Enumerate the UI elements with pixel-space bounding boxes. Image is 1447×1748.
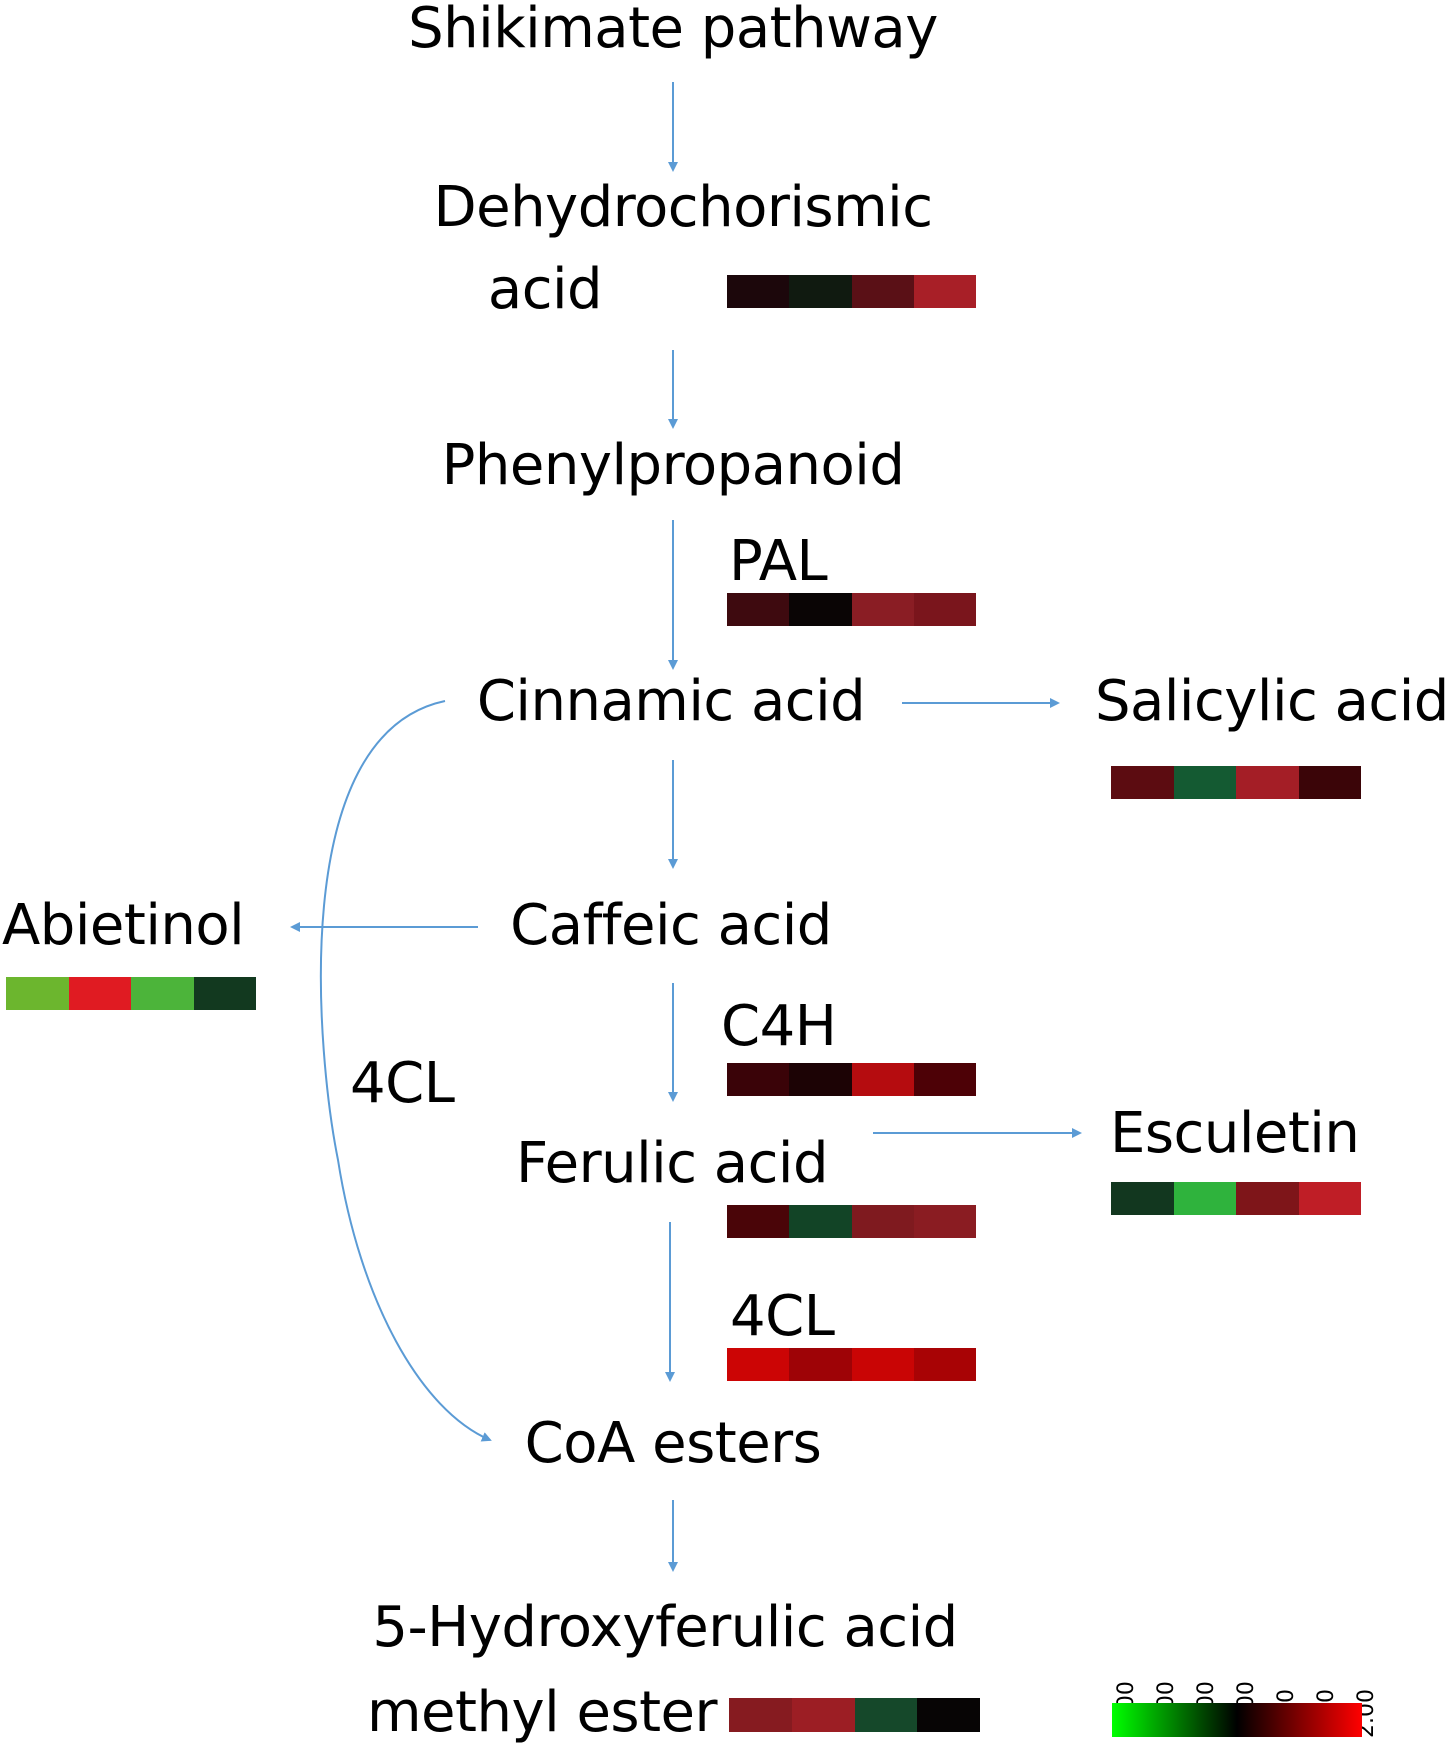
heatmap-cell: [131, 977, 194, 1010]
heatmap-cell: [789, 1205, 852, 1238]
heatmap-cell: [727, 275, 790, 308]
node-hydroxyferulic-line1: 5-Hydroxyferulic acid: [372, 1595, 958, 1660]
node-shikimate-pathway: Shikimate pathway: [408, 0, 938, 61]
heatmap-cell: [729, 1698, 792, 1732]
heatmap-cell: [1173, 766, 1236, 799]
heatmap-abietinol: [6, 977, 256, 1010]
heatmap-cell: [1111, 1182, 1174, 1215]
node-ferulic-acid: Ferulic acid: [515, 1131, 829, 1196]
node-caffeic-acid: Caffeic acid: [510, 893, 832, 958]
heatmap-cell: [854, 1698, 918, 1732]
heatmap-c4h: [727, 1063, 976, 1096]
heatmap-cell: [913, 1205, 976, 1238]
heatmap-esculetin: [1111, 1182, 1361, 1215]
enzyme-pal: PAL: [729, 529, 828, 594]
heatmap-cell: [1236, 1182, 1299, 1215]
enzyme-4cl: 4CL: [730, 1284, 835, 1349]
heatmap-cell: [851, 275, 914, 308]
heatmap-cell: [851, 1205, 914, 1238]
heatmap-cell: [727, 1348, 790, 1381]
node-coa-esters: CoA esters: [524, 1411, 822, 1476]
heatmap-cell: [851, 1063, 914, 1096]
heatmap-cell: [789, 593, 852, 626]
heatmap-cell: [1111, 766, 1174, 799]
heatmap-cell: [1173, 1182, 1236, 1215]
enzyme-4cl-side: 4CL: [350, 1051, 455, 1116]
enzyme-c4h: C4H: [721, 994, 837, 1059]
color-scale-bar: [1112, 1703, 1362, 1737]
node-salicylic-acid: Salicylic acid: [1095, 669, 1447, 734]
node-phenylpropanoid: Phenylpropanoid: [441, 433, 905, 498]
heatmap-cell: [791, 1698, 855, 1732]
node-dehydrochorismic-line2: acid: [487, 257, 603, 322]
heatmap-salicylic: [1111, 766, 1361, 799]
heatmap-cell: [6, 977, 69, 1010]
heatmap-cell: [1298, 1182, 1361, 1215]
heatmap-cell: [851, 593, 914, 626]
heatmap-cell: [68, 977, 131, 1010]
node-hydroxyferulic-line2: methyl ester: [367, 1680, 718, 1745]
node-abietinol: Abietinol: [2, 893, 245, 958]
node-dehydrochorismic-line1: Dehydrochorismic: [433, 175, 933, 240]
heatmap-cell: [913, 593, 976, 626]
heatmap-cell: [727, 593, 790, 626]
node-cinnamic-acid: Cinnamic acid: [476, 669, 866, 734]
heatmap-cell: [193, 977, 256, 1010]
heatmap-cell: [1236, 766, 1299, 799]
heatmap-cell: [727, 1205, 790, 1238]
heatmap-cell: [789, 1063, 852, 1096]
heatmap-hydroxyferulic: [729, 1698, 980, 1732]
heatmap-cell: [789, 275, 852, 308]
heatmap-cell: [913, 1063, 976, 1096]
heatmap-ferulic: [727, 1205, 976, 1238]
heatmap-cell: [913, 1348, 976, 1381]
node-esculetin: Esculetin: [1110, 1101, 1360, 1166]
heatmap-pal: [727, 593, 976, 626]
heatmap-cell: [913, 275, 976, 308]
arrow-cinnamic-to-coa-curve: [319, 700, 492, 1442]
heatmap-dehydrochorismic: [727, 275, 976, 308]
heatmap-cell: [727, 1063, 790, 1096]
heatmap-cell: [917, 1698, 980, 1732]
heatmap-cell: [851, 1348, 914, 1381]
heatmap-cell: [789, 1348, 852, 1381]
heatmap-4cl: [727, 1348, 976, 1381]
heatmap-cell: [1298, 766, 1361, 799]
